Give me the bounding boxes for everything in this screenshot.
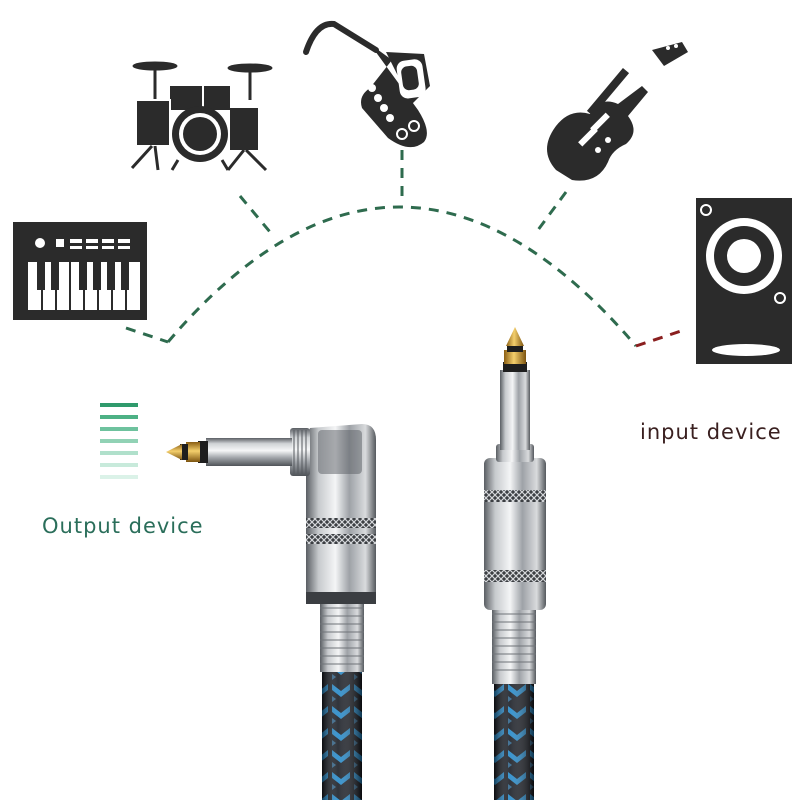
drum-kit-icon xyxy=(130,61,273,172)
saxophone-icon xyxy=(303,20,430,148)
electric-guitar-icon xyxy=(547,42,688,181)
input-device-label: input device xyxy=(640,420,782,444)
right-angle-plug xyxy=(166,424,376,800)
straight-plug xyxy=(484,327,546,800)
connection-arc xyxy=(125,150,685,348)
keyboard-icon xyxy=(13,222,147,320)
speaker-icon xyxy=(696,198,792,364)
output-device-label: Output device xyxy=(42,514,204,538)
signal-bars-icon xyxy=(100,403,138,479)
